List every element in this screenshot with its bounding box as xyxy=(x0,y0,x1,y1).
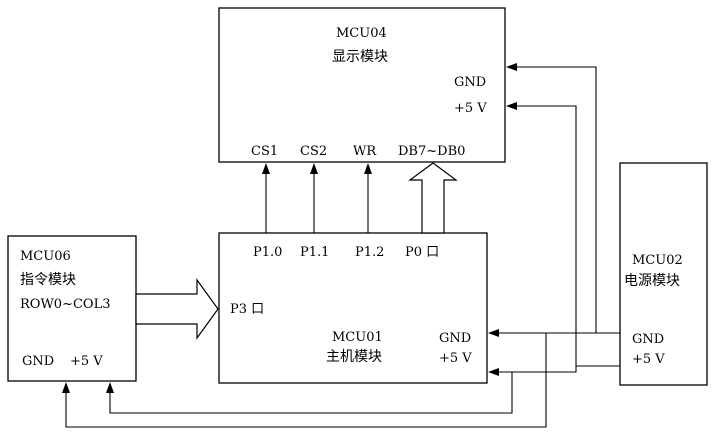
mcu04-vcc-arrowhead xyxy=(506,102,517,110)
mcu01-pin-p0: P0 口 xyxy=(405,245,439,260)
mcu01-vcc-wire xyxy=(498,365,620,373)
mcu04-id: MCU04 xyxy=(336,26,387,41)
mcu01-pin-p10: P1.0 xyxy=(253,245,282,260)
cs1-arrowhead xyxy=(262,163,270,174)
mcu04-pin-cs1: CS1 xyxy=(251,144,278,159)
mcu04-pin-db: DB7~DB0 xyxy=(398,144,465,159)
power-arrowheads xyxy=(62,63,517,393)
power-lines xyxy=(65,66,620,428)
p3-bus-arrow xyxy=(135,278,219,340)
mcu01-vcc-label: +5 V xyxy=(439,351,472,366)
cs2-arrowhead xyxy=(310,163,318,174)
mcu01-vcc-arrowhead xyxy=(488,368,499,376)
mcu06-gnd-wire xyxy=(65,333,547,428)
mcu06-vcc-wire xyxy=(109,372,513,414)
mcu04-vcc-wire xyxy=(516,105,620,367)
mcu06-name: 指令模块 xyxy=(20,272,76,288)
mcu06-vcc-label: +5 V xyxy=(70,354,103,369)
mcu01-name: 主机模块 xyxy=(326,349,382,365)
control-arrowheads xyxy=(262,163,372,174)
mcu01-pin-p3: P3 口 xyxy=(230,302,264,317)
mcu04-display-block xyxy=(218,7,506,163)
mcu04-gnd-arrowhead xyxy=(506,63,517,71)
mcu01-id: MCU01 xyxy=(332,330,383,345)
mcu01-main-block xyxy=(218,232,488,384)
data-bus-arrow xyxy=(408,162,458,234)
mcu02-gnd-label: GND xyxy=(632,332,664,347)
mcu01-gnd-arrowhead xyxy=(488,329,499,337)
mcu02-id: MCU02 xyxy=(632,253,683,268)
mcu04-vcc-label: +5 V xyxy=(454,101,487,116)
mcu02-power-block xyxy=(619,162,708,386)
mcu04-pin-cs2: CS2 xyxy=(300,144,327,159)
mcu04-gnd-label: GND xyxy=(454,75,486,90)
control-lines xyxy=(265,172,369,233)
mcu02-vcc-label: +5 V xyxy=(632,352,665,367)
mcu01-gnd-label: GND xyxy=(439,331,471,346)
wr-arrowhead xyxy=(364,163,372,174)
mcu02-name: 电源模块 xyxy=(624,273,680,289)
mcu06-vcc-arrowhead xyxy=(106,382,114,393)
mcu01-pin-p11: P1.1 xyxy=(300,245,329,260)
mcu04-gnd-wire xyxy=(516,66,620,334)
mcu06-bus-label: ROW0~COL3 xyxy=(20,297,110,312)
mcu01-pin-p12: P1.2 xyxy=(355,245,384,260)
mcu06-id: MCU06 xyxy=(20,249,71,264)
mcu04-name: 显示模块 xyxy=(332,49,388,65)
mcu04-pin-wr: WR xyxy=(353,144,377,159)
mcu06-gnd-label: GND xyxy=(22,354,54,369)
mcu06-gnd-arrowhead xyxy=(62,382,70,393)
